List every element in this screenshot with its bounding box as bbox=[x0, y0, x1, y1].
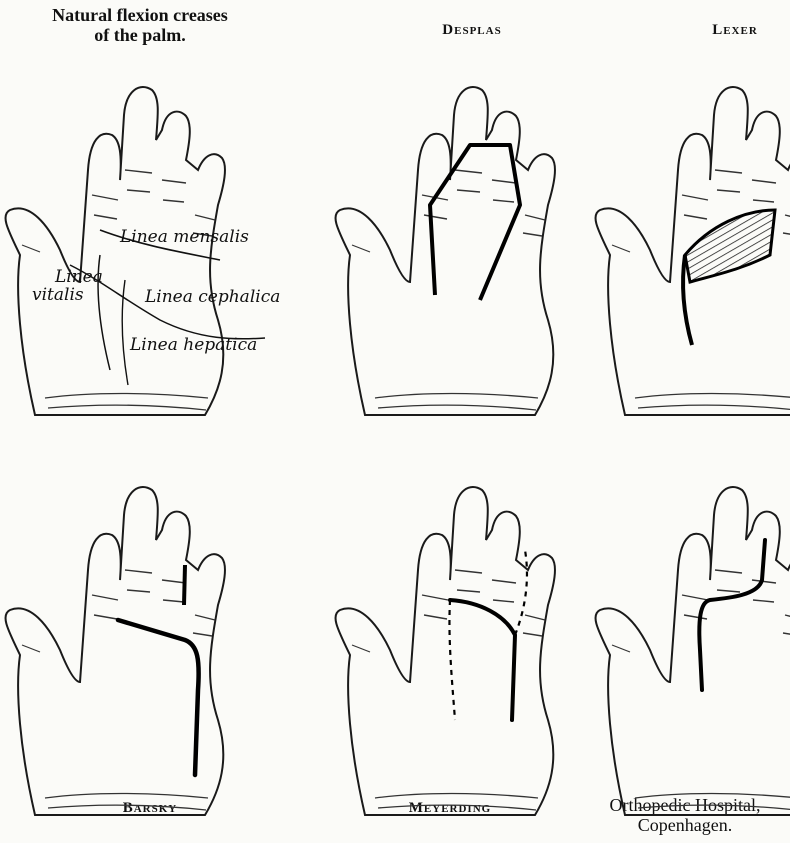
hand-meyerding bbox=[335, 487, 554, 815]
label-linea-vitalis-1: Linea bbox=[54, 267, 103, 287]
label-linea-mensalis: Linea mensalis bbox=[119, 227, 249, 247]
label-linea-hepatica: Linea hepatica bbox=[129, 335, 257, 355]
hand-desplas bbox=[335, 87, 554, 415]
hand-natural-creases: Linea mensalis Linea vitalis Linea cepha… bbox=[5, 87, 280, 415]
hand-lexer bbox=[595, 87, 790, 415]
label-linea-vitalis-2: vitalis bbox=[32, 285, 84, 305]
label-linea-cephalica: Linea cephalica bbox=[144, 287, 280, 307]
hand-barsky bbox=[5, 487, 224, 815]
hand-copenhagen bbox=[595, 487, 790, 815]
